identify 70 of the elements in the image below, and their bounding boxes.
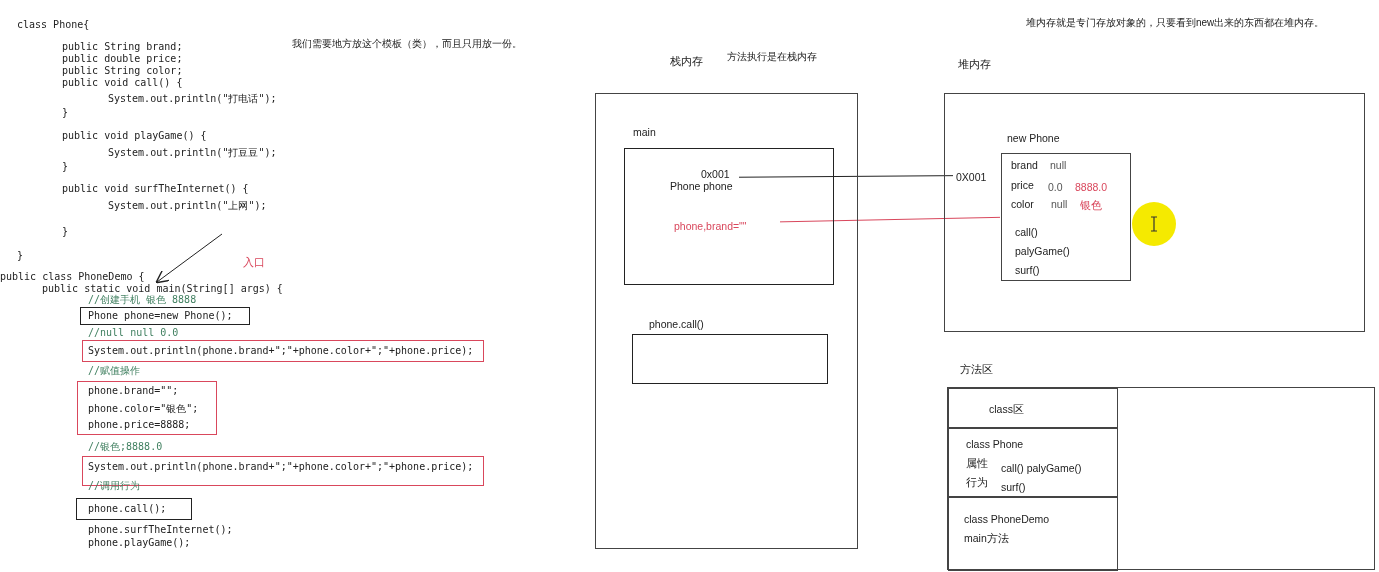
object-label: new Phone [1007, 132, 1060, 145]
comment-line: //null null 0.0 [88, 327, 179, 339]
field-value: null [1051, 198, 1068, 211]
cell-text: 属性 [966, 457, 988, 470]
cell-text: class PhoneDemo [964, 513, 1050, 526]
comment-line: //银色;8888.0 [88, 441, 163, 453]
field-value: 0.0 [1048, 181, 1063, 194]
arrow [155, 233, 223, 284]
field-name: price [1011, 179, 1034, 192]
code-line: System.out.println(phone.brand+";"+phone.color+";"+phone.price); [88, 345, 474, 357]
code-line: } [62, 226, 69, 238]
highlight-box [80, 307, 250, 325]
code-line: phone.playGame(); [88, 537, 191, 549]
code-line: phone.brand=""; [88, 385, 179, 397]
cell-text: 行为 [966, 476, 988, 489]
code-line: } [17, 250, 24, 262]
comment-line: //赋值操作 [88, 365, 141, 377]
table-cell [948, 428, 1118, 497]
code-line: phone.call(); [88, 503, 167, 515]
note-text: 我们需要地方放这个模板（类），而且只用放一份。 [292, 38, 522, 50]
frame-label: phone.call() [649, 318, 704, 331]
connector-line [779, 216, 1001, 223]
frame-label: main [633, 126, 656, 139]
cell-text: surf() [1001, 481, 1026, 494]
code-line: } [62, 161, 69, 173]
cell-text: main方法 [964, 532, 1009, 545]
edge-label: 入口 [243, 256, 265, 270]
method-name: palyGame() [1015, 245, 1070, 258]
heading: 栈内存 [670, 55, 703, 68]
code-line: public String brand; [62, 41, 183, 53]
code-line: System.out.println("打豆豆"); [108, 147, 277, 159]
cell-text: class区 [989, 403, 1024, 416]
code-line: public String color; [62, 65, 183, 77]
code-line: Phone phone=new Phone(); [88, 310, 233, 322]
address-label: 0x001 [701, 168, 730, 181]
code-line: public static void main(String[] args) { [42, 283, 283, 295]
address-label: 0X001 [956, 171, 987, 184]
code-line: class Phone{ [17, 19, 90, 31]
field-value: 8888.0 [1075, 181, 1108, 194]
code-line: public void playGame() { [62, 130, 207, 142]
code-line: public void call() { [62, 77, 183, 89]
field-name: color [1011, 198, 1034, 211]
method-name: call() [1015, 226, 1038, 239]
table-cell [948, 497, 1118, 571]
note-text: 方法执行是在栈内存 [727, 51, 817, 63]
code-line: phone.color="银色"; [88, 403, 199, 415]
code-line: public class PhoneDemo { [0, 271, 145, 283]
heading: 堆内存 [958, 58, 991, 71]
highlight-box [77, 381, 217, 435]
method-name: surf() [1015, 264, 1040, 277]
code-line: public void surfTheInternet() { [62, 183, 249, 195]
connector-line [738, 175, 954, 178]
code-line: public double price; [62, 53, 183, 65]
code-line: System.out.println("打电话"); [108, 93, 277, 105]
table-cell [948, 388, 1118, 428]
highlight-box [82, 340, 484, 362]
cell-text: call() palyGame() [1001, 462, 1082, 475]
assignment-label: phone,brand="" [674, 220, 747, 233]
field-value: null [1050, 159, 1067, 172]
heading: 方法区 [960, 363, 993, 376]
note-text: 堆内存就是专门存放对象的，只要看到new出来的东西都在堆内存。 [1026, 17, 1325, 29]
field-name: brand [1011, 159, 1038, 172]
code-line: } [62, 107, 69, 119]
field-value: 银色 [1080, 199, 1102, 212]
code-line: System.out.println("上网"); [108, 200, 267, 212]
code-line: System.out.println(phone.brand+";"+phone.color+";"+phone.price); [88, 461, 474, 473]
code-line: phone.price=8888; [88, 419, 191, 431]
cell-text: class Phone [966, 438, 1024, 451]
variable-label: Phone phone [670, 180, 733, 193]
highlight-box [76, 498, 192, 520]
